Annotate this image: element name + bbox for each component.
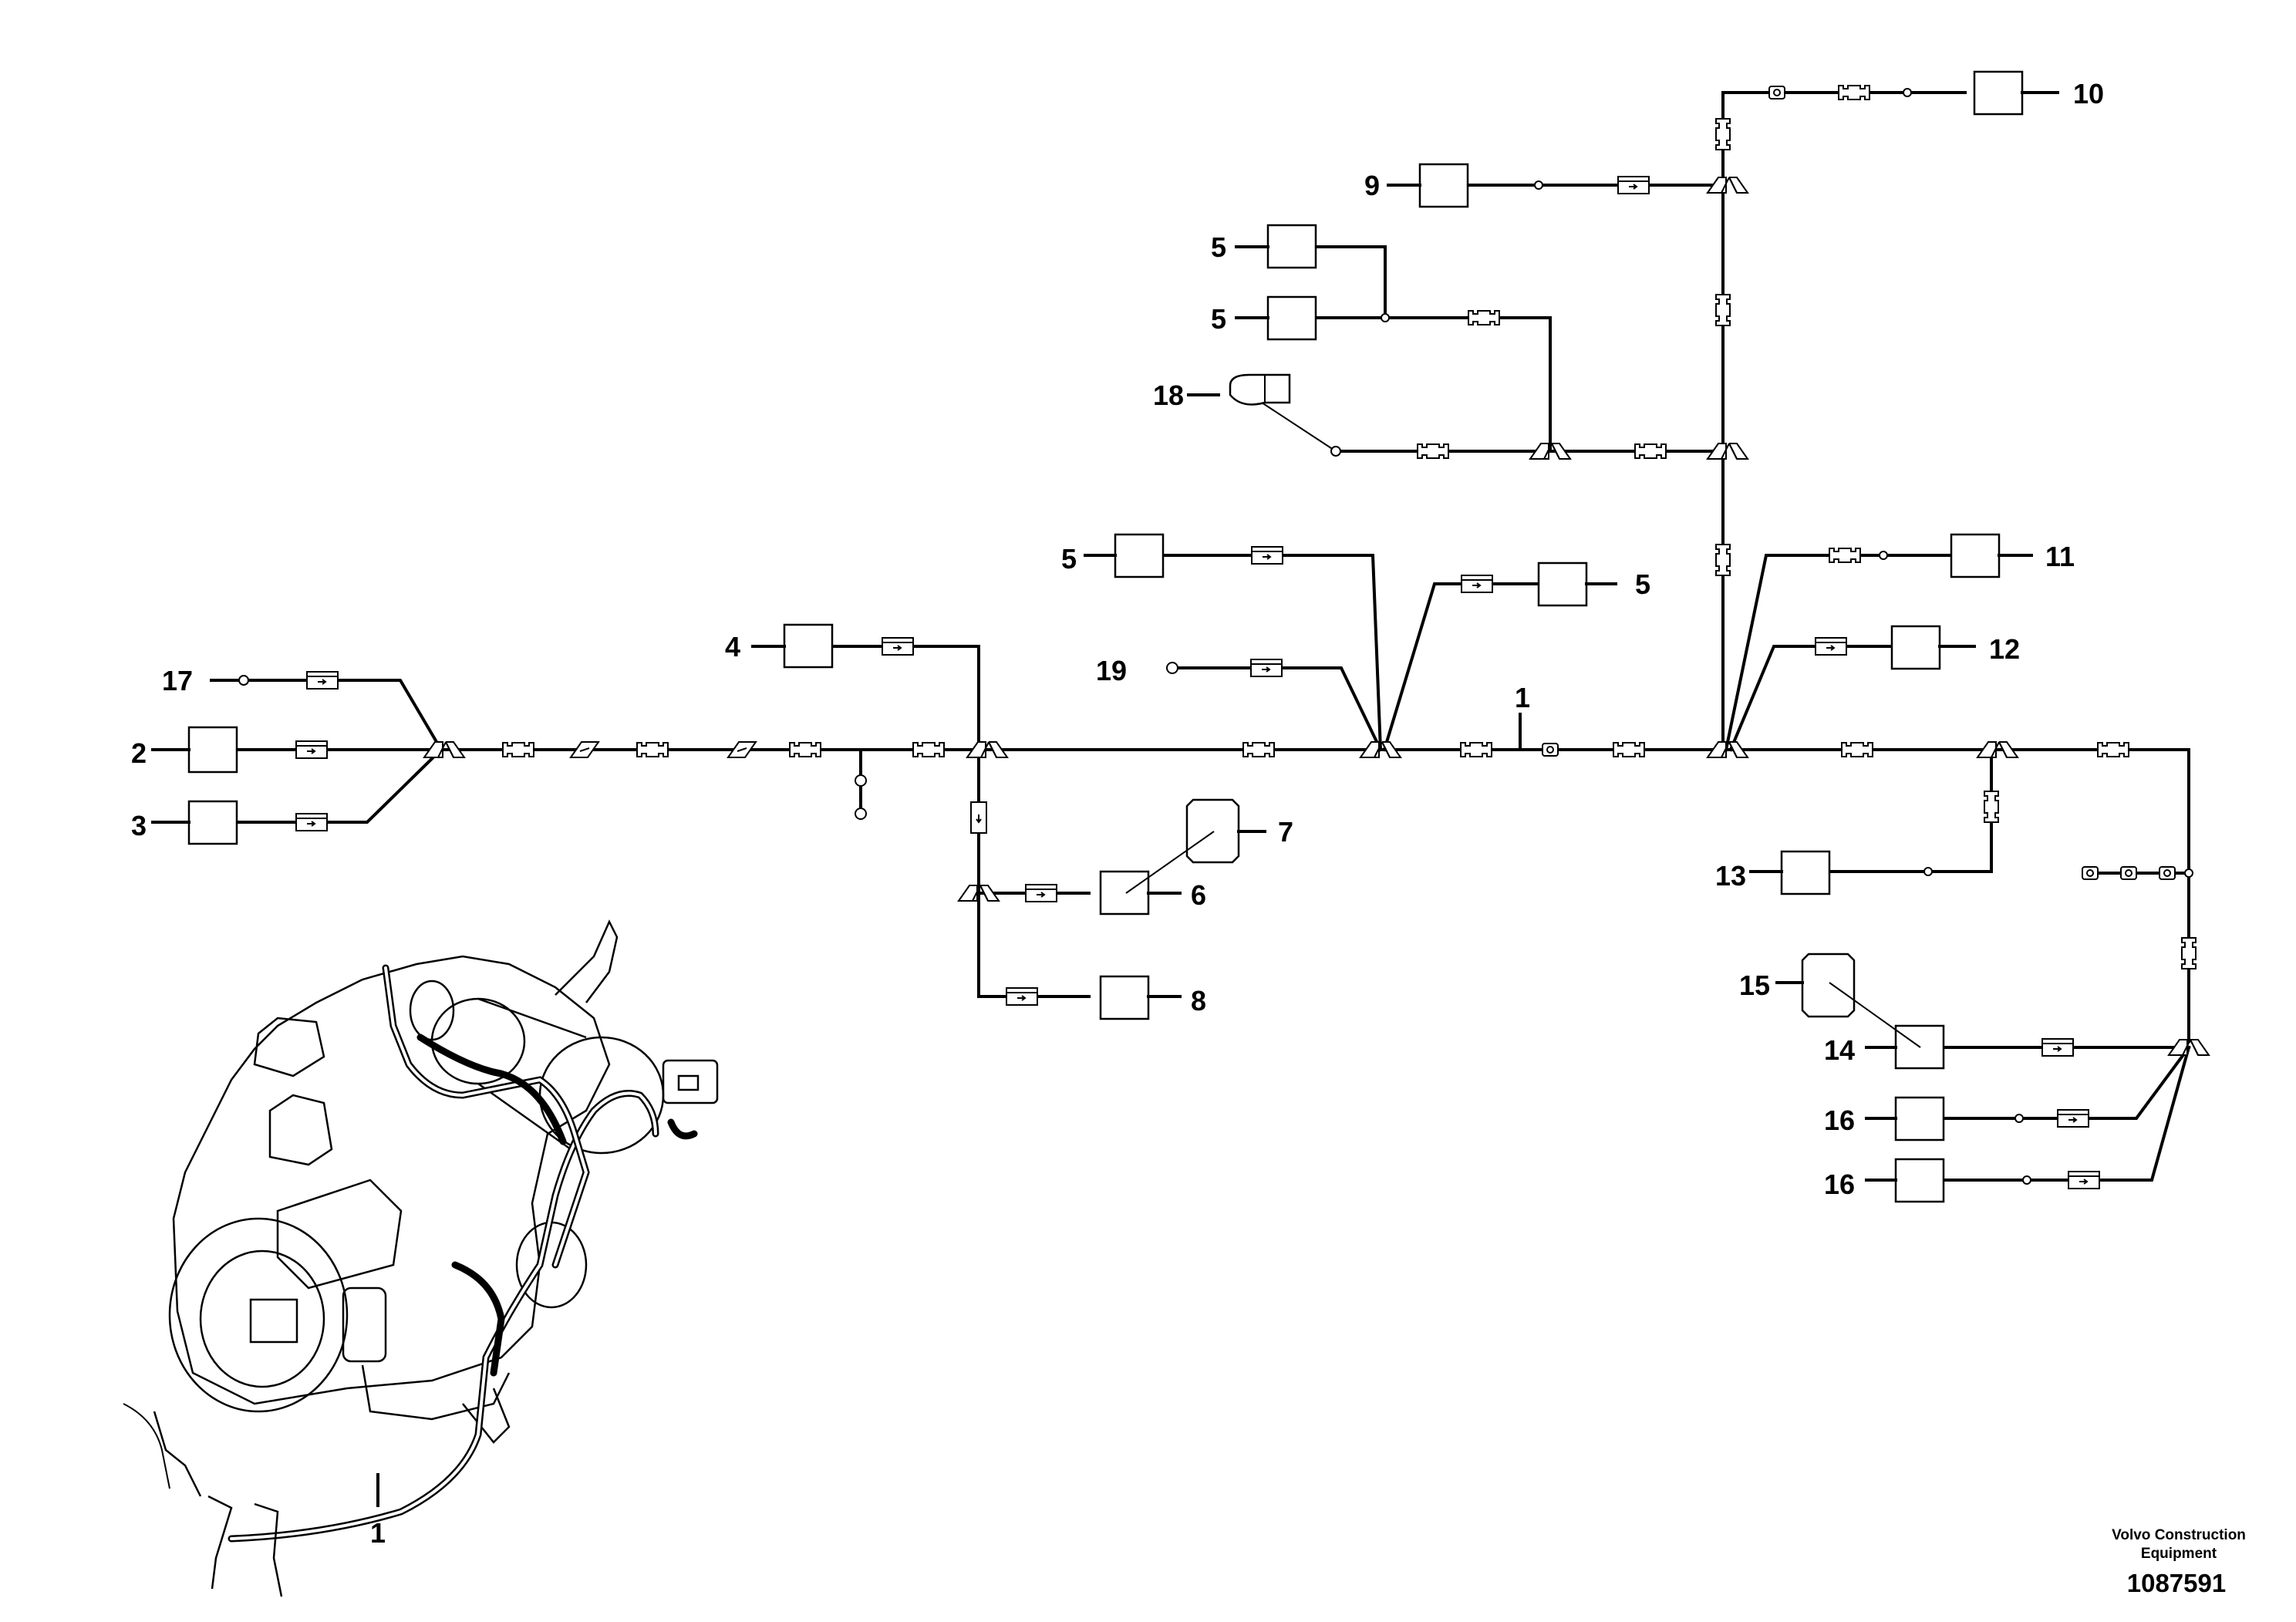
component-2-box — [187, 726, 238, 774]
callout-label-l18: 18 — [1153, 379, 1184, 411]
callout-label-l13: 13 — [1715, 860, 1746, 892]
component-13-box — [1780, 850, 1831, 895]
component-15-box — [1801, 953, 1856, 1018]
component-5a-box — [1114, 533, 1165, 578]
callout-label-l11: 11 — [2045, 541, 2075, 572]
callout-label-l3: 3 — [131, 810, 147, 841]
callout-label-l5d: 5 — [1211, 303, 1226, 335]
callout-label-l4: 4 — [725, 631, 740, 663]
component-5c-box — [1266, 224, 1317, 269]
component-4-box — [783, 623, 834, 669]
callout-label-l5b: 5 — [1635, 568, 1650, 600]
component-boxes — [187, 70, 2024, 1203]
callout-label-l5a: 5 — [1061, 543, 1077, 575]
component-16a-box — [1894, 1096, 1945, 1141]
callout-label-l12: 12 — [1989, 633, 2020, 665]
callout-label-l2: 2 — [131, 737, 147, 769]
leader-lines — [151, 91, 2059, 1182]
inline-symbols — [238, 85, 2210, 1189]
callout-label-l8: 8 — [1191, 985, 1206, 1017]
component-6-box — [1099, 870, 1150, 916]
document-number: 1087591 — [2127, 1569, 2226, 1597]
callout-label-l16a: 16 — [1824, 1104, 1855, 1136]
callout-label-l17: 17 — [162, 665, 193, 696]
component-11-box — [1950, 533, 2001, 578]
component-7-box — [1185, 798, 1240, 864]
brand-line2: Equipment — [2141, 1546, 2217, 1562]
component-3-box — [187, 800, 238, 845]
callout-label-l16b: 16 — [1824, 1168, 1855, 1200]
callout-label-l10: 10 — [2073, 78, 2104, 110]
callout-label-l15: 15 — [1739, 969, 1770, 1001]
callout-label-l1b: 1 — [370, 1517, 386, 1549]
component-18-sensor — [1229, 373, 1291, 406]
callout-label-l19: 19 — [1096, 655, 1127, 686]
callout-label-l14: 14 — [1824, 1034, 1855, 1066]
component-12-box — [1890, 625, 1941, 670]
component-16b-box — [1894, 1158, 1945, 1203]
callout-label-l5c: 5 — [1211, 231, 1226, 263]
engine-illustration — [123, 919, 719, 1597]
component-9-box — [1418, 163, 1469, 208]
component-10-box — [1973, 70, 2024, 116]
component-8-box — [1099, 975, 1150, 1020]
footer-block: Volvo Construction Equipment 1087591 — [2112, 1527, 2246, 1597]
callout-label-l9: 9 — [1364, 170, 1380, 201]
callout-label-l6: 6 — [1191, 879, 1206, 911]
component-5b-box — [1537, 561, 1588, 607]
component-5d-box — [1266, 295, 1317, 341]
callout-label-l1a: 1 — [1515, 682, 1530, 713]
part-number-labels: 17 2 3 4 1 19 5 5 5 5 18 9 10 11 12 7 6 8 13 15 14 16 16 1 — [131, 78, 2104, 1549]
brand-line1: Volvo Construction — [2112, 1527, 2246, 1543]
callout-label-l7: 7 — [1278, 816, 1293, 848]
